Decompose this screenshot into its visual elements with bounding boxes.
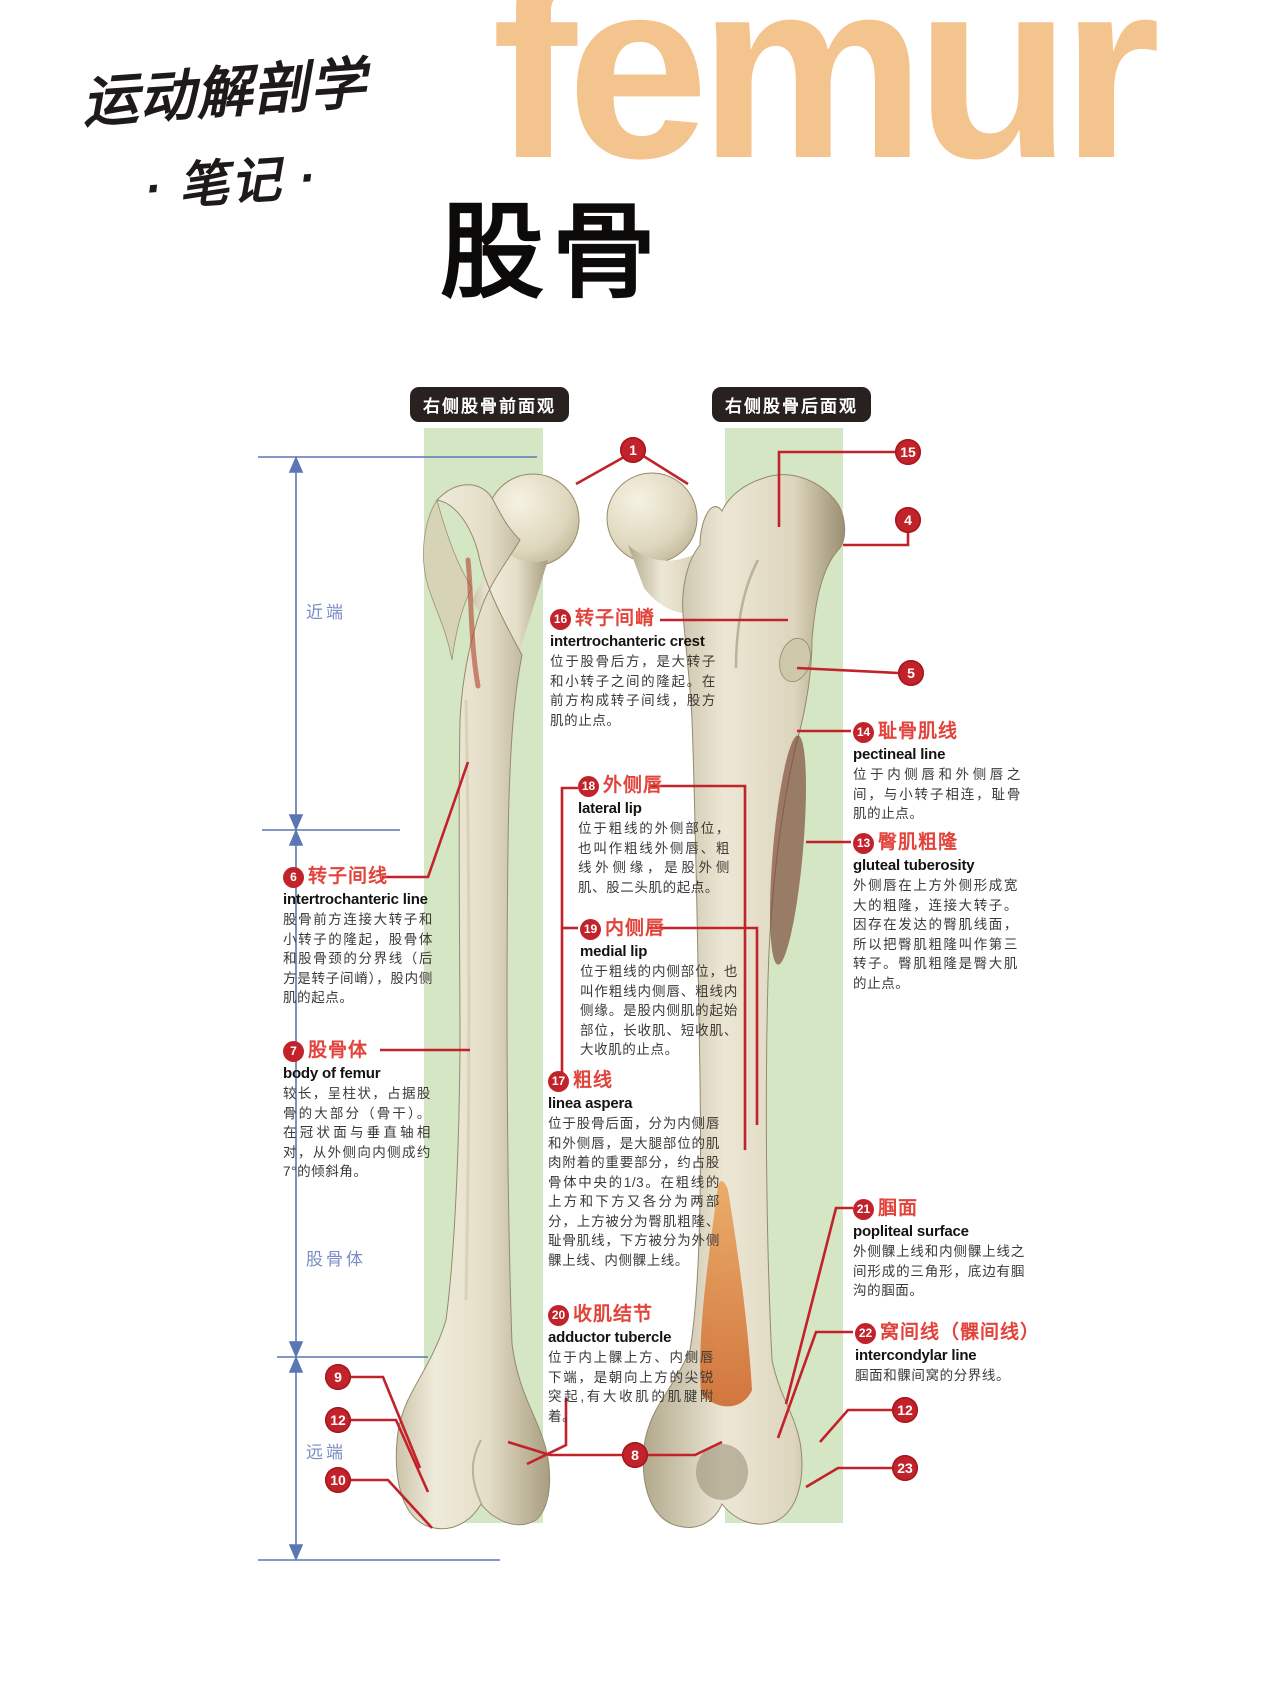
annotation-desc: 位于内上髁上方、内侧唇下端，是朝向上方的尖锐突起,有大收肌的肌腱附着。 bbox=[548, 1350, 714, 1424]
point-marker-4: 4 bbox=[895, 507, 921, 533]
marker-badge: 13 bbox=[853, 832, 874, 854]
annotation-desc: 位于粗线的内侧部位，也叫作粗线内侧唇、粗线内侧缘。是股内侧肌的起始部位，长收肌、… bbox=[580, 964, 738, 1058]
annotation-desc: 位于股骨后方，是大转子和小转子之间的隆起。在前方构成转子间线，股方肌的止点。 bbox=[550, 654, 716, 728]
dimension-lines bbox=[258, 455, 537, 1562]
annotation-title-en: linea aspera bbox=[548, 1095, 633, 1112]
annotation-title-zh: 转子间嵴 bbox=[575, 608, 656, 629]
annotation-title-en: pectineal line bbox=[853, 746, 946, 763]
annotation-title-zh: 转子间线 bbox=[308, 866, 389, 887]
marker-badge: 21 bbox=[853, 1198, 874, 1220]
femur-anterior-view bbox=[395, 473, 580, 1530]
point-marker-12-right: 12 bbox=[892, 1397, 918, 1423]
point-marker-8: 8 bbox=[622, 1442, 648, 1468]
marker-badge: 18 bbox=[578, 775, 599, 797]
annotation-desc: 股骨前方连接大转子和小转子的隆起，股骨体和股骨颈的分界线（后方是转子间嵴），股内… bbox=[283, 912, 433, 1006]
marker-badge: 7 bbox=[283, 1040, 304, 1062]
annotation-title-en: intercondylar line bbox=[855, 1347, 977, 1364]
annotation-title-en: gluteal tuberosity bbox=[853, 857, 975, 874]
annotation-desc: 位于粗线的外侧部位，也叫作粗线外侧唇、粗线外侧缘，是股外侧肌、股二头肌的起点。 bbox=[578, 821, 730, 895]
annotation-title-en: body of femur bbox=[283, 1065, 381, 1082]
annotation-desc: 位于内侧唇和外侧唇之间，与小转子相连，耻骨肌的止点。 bbox=[853, 767, 1021, 822]
point-marker-1: 1 bbox=[620, 437, 646, 463]
point-marker-23: 23 bbox=[892, 1455, 918, 1481]
annotation-desc: 外侧唇在上方外侧形成宽大的粗隆，连接大转子。因存在发达的臀肌线面，所以把臀肌粗隆… bbox=[853, 878, 1018, 991]
annotation-desc: 较长，呈柱状，占据股骨的大部分（骨干）。在冠状面与垂直轴相对，从外侧向内侧成约7… bbox=[283, 1086, 431, 1180]
annotation-title-zh: 股骨体 bbox=[308, 1040, 369, 1061]
marker-badge: 17 bbox=[548, 1070, 569, 1092]
marker-badge: 6 bbox=[283, 866, 304, 888]
annotation-desc: 外侧髁上线和内侧髁上线之间形成的三角形，底边有腘沟的腘面。 bbox=[853, 1244, 1025, 1299]
annotation-title-zh: 外侧唇 bbox=[603, 775, 664, 796]
annotation-desc: 位于股骨后面，分为内侧唇和外侧唇，是大腿部位的肌肉附着的重要部分，约占股骨体中央… bbox=[548, 1116, 720, 1268]
annotation-title-zh: 腘面 bbox=[878, 1198, 919, 1219]
marker-badge: 20 bbox=[548, 1304, 569, 1326]
marker-badge: 14 bbox=[853, 721, 874, 743]
dim-label-shaft: 股骨体 bbox=[306, 1250, 366, 1269]
marker-badge: 19 bbox=[580, 918, 601, 940]
annotation-title-en: intertrochanteric line bbox=[283, 891, 428, 908]
annotation-title-en: popliteal surface bbox=[853, 1223, 969, 1240]
leader-lines bbox=[350, 450, 910, 1529]
marker-badge: 16 bbox=[550, 608, 571, 630]
marker-badge: 22 bbox=[855, 1322, 876, 1344]
annotation-title-zh: 臀肌粗隆 bbox=[878, 832, 959, 853]
annotation-title-zh: 耻骨肌线 bbox=[878, 721, 959, 742]
point-marker-12-left: 12 bbox=[325, 1407, 351, 1433]
dim-label-proximal: 近端 bbox=[306, 603, 346, 622]
point-marker-15: 15 bbox=[895, 439, 921, 465]
annotation-desc: 腘面和髁间窝的分界线。 bbox=[855, 1368, 1011, 1383]
view-label-anterior: 右侧股骨前面观 bbox=[410, 387, 569, 422]
annotation-title-en: intertrochanteric crest bbox=[550, 633, 705, 650]
annotation-title-en: adductor tubercle bbox=[548, 1329, 672, 1346]
point-marker-10: 10 bbox=[325, 1467, 351, 1493]
annotation-title-en: lateral lip bbox=[578, 800, 642, 817]
femur-watermark: femur bbox=[492, 0, 1160, 212]
point-marker-9: 9 bbox=[325, 1364, 351, 1390]
page-title: 股骨 bbox=[440, 195, 665, 311]
annotation-title-zh: 粗线 bbox=[573, 1070, 614, 1091]
dim-label-distal: 远端 bbox=[306, 1443, 346, 1462]
annotation-title-zh: 收肌结节 bbox=[573, 1304, 654, 1325]
point-marker-5: 5 bbox=[898, 660, 924, 686]
view-label-posterior: 右侧股骨后面观 bbox=[712, 387, 871, 422]
annotation-title-zh: 窝间线（髁间线） bbox=[880, 1322, 1041, 1343]
annotation-title-en: medial lip bbox=[580, 943, 648, 960]
annotation-title-zh: 内侧唇 bbox=[605, 918, 666, 939]
